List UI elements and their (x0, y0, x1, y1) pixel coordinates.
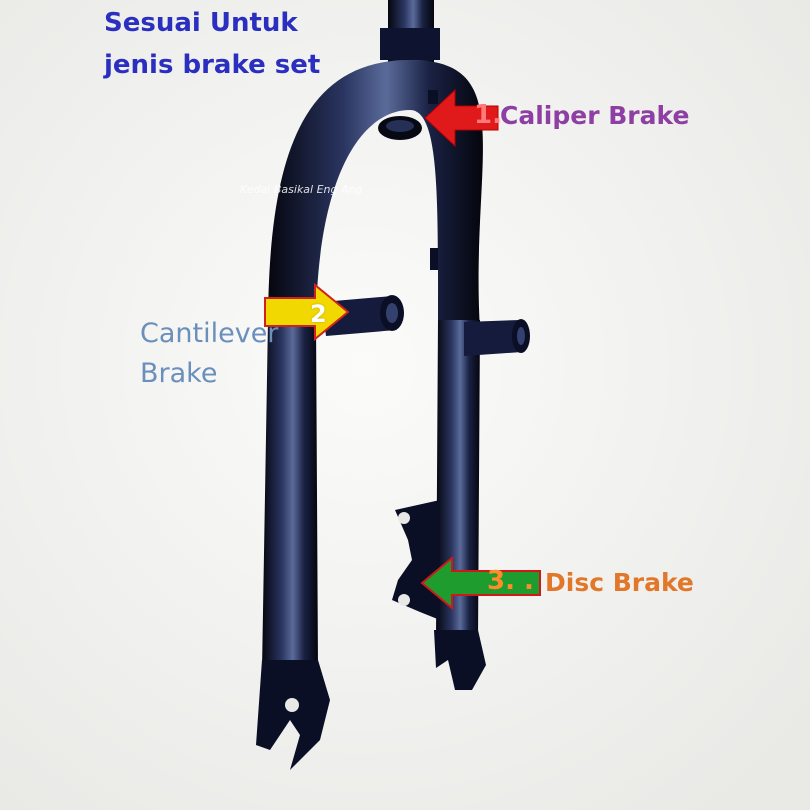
cantilever-label-line-1: Cantilever (140, 318, 279, 349)
caliper-brake-label: Caliper Brake (500, 101, 690, 130)
left-dropout (256, 660, 330, 770)
right-dropout (434, 630, 486, 690)
disc-number: 3. . (487, 566, 534, 596)
caliper-arrow (424, 88, 499, 148)
disc-brake-label: Disc Brake (545, 568, 694, 597)
watermark: Kedai Basikal Eng Ang (240, 183, 363, 196)
fork-arch (268, 60, 483, 330)
right-cantilever-post (464, 320, 522, 356)
cantilever-arrow (264, 282, 350, 342)
title-line-2: jenis brake set (104, 50, 321, 80)
disc-brake-mount (392, 500, 440, 620)
right-fork-leg (436, 320, 480, 640)
cantilever-number: 2 (310, 300, 327, 328)
title-line-1: Sesuai Untuk (104, 8, 298, 38)
caliper-number: 1. (474, 100, 502, 130)
disc-arrow (420, 555, 541, 611)
cantilever-label-line-2: Brake (140, 358, 218, 389)
left-fork-leg (262, 320, 318, 670)
